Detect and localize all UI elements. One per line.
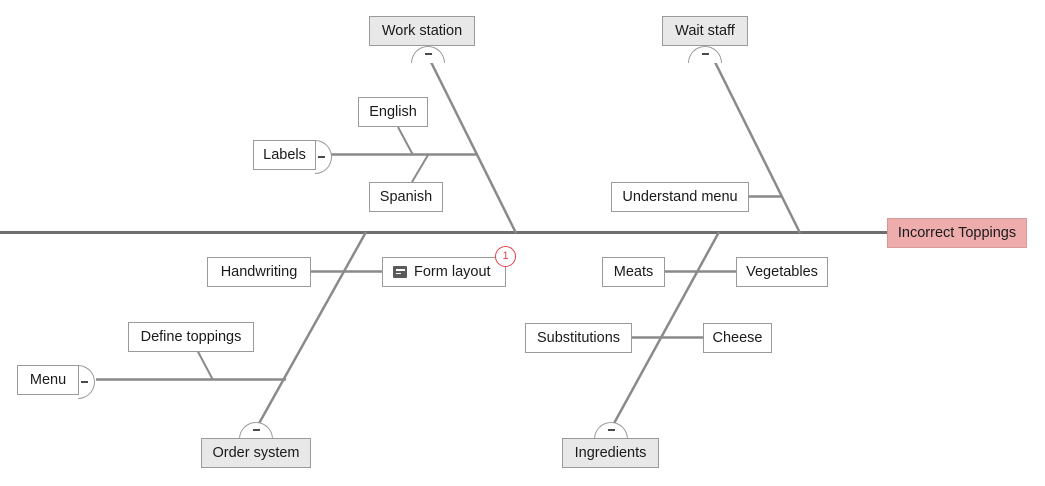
bone-wait-staff	[710, 55, 802, 234]
collapse-handle-bump	[688, 46, 722, 63]
cause-label-cheese: Cheese	[712, 329, 763, 346]
cause-label-labels: Labels	[263, 146, 306, 163]
category-label-wait-staff: Wait staff	[675, 22, 735, 39]
minus-icon	[701, 53, 709, 55]
category-node-ingredients[interactable]: Ingredients	[562, 438, 659, 468]
cause-node-meats[interactable]: Meats	[602, 257, 665, 287]
minus-icon	[81, 381, 88, 383]
cause-line-spanish	[411, 154, 429, 183]
collapse-handle-bump	[411, 46, 445, 63]
effect-node-incorrect-toppings[interactable]: Incorrect Toppings	[887, 218, 1027, 248]
cause-node-labels[interactable]: Labels	[253, 140, 316, 170]
category-node-order-system[interactable]: Order system	[201, 438, 311, 468]
bone-order-system	[255, 231, 368, 428]
cause-node-form-layout[interactable]: Form layout	[382, 257, 506, 287]
cause-node-understand-menu[interactable]: Understand menu	[611, 182, 749, 212]
category-label-order-system: Order system	[212, 444, 300, 461]
collapse-handle-order-system[interactable]	[239, 422, 273, 439]
cause-label-spanish: Spanish	[379, 188, 433, 205]
cause-node-spanish[interactable]: Spanish	[369, 182, 443, 212]
collapse-handle-labels[interactable]	[315, 140, 332, 174]
category-node-work-station[interactable]: Work station	[369, 16, 475, 46]
note-icon	[393, 266, 407, 278]
cause-label-meats: Meats	[613, 263, 654, 280]
collapse-handle-work-station[interactable]	[411, 46, 445, 63]
collapse-handle-bump	[594, 422, 628, 439]
cause-node-define-toppings[interactable]: Define toppings	[128, 322, 254, 352]
cause-node-substitutions[interactable]: Substitutions	[525, 323, 632, 353]
minus-icon	[424, 53, 432, 55]
bone-ingredients	[610, 231, 721, 428]
cause-line-define-toppings	[195, 347, 214, 381]
cause-label-vegetables: Vegetables	[746, 263, 818, 280]
minus-icon	[318, 156, 325, 158]
cause-line-english	[397, 126, 414, 156]
cause-node-menu[interactable]: Menu	[17, 365, 79, 395]
cause-node-cheese[interactable]: Cheese	[703, 323, 772, 353]
cause-node-handwriting[interactable]: Handwriting	[207, 257, 311, 287]
minus-icon	[252, 429, 260, 431]
comment-count-value: 1	[502, 250, 509, 262]
cause-label-define-toppings: Define toppings	[140, 328, 242, 345]
effect-label: Incorrect Toppings	[897, 224, 1017, 241]
cause-label-understand-menu: Understand menu	[622, 188, 738, 205]
minus-icon	[607, 429, 615, 431]
collapse-handle-wait-staff[interactable]	[688, 46, 722, 63]
bone-work-station	[426, 55, 518, 234]
cause-label-handwriting: Handwriting	[220, 263, 298, 280]
cause-label-menu: Menu	[29, 371, 67, 388]
cause-label-substitutions: Substitutions	[536, 329, 621, 346]
category-node-wait-staff[interactable]: Wait staff	[662, 16, 748, 46]
collapse-handle-menu[interactable]	[78, 365, 95, 399]
comment-count-badge[interactable]: 1	[495, 246, 516, 267]
cause-label-form-layout: Form layout	[414, 263, 491, 280]
cause-node-english[interactable]: English	[358, 97, 428, 127]
cause-node-vegetables[interactable]: Vegetables	[736, 257, 828, 287]
category-label-work-station: Work station	[381, 22, 463, 39]
collapse-handle-bump	[239, 422, 273, 439]
cause-label-english: English	[369, 103, 417, 120]
collapse-handle-ingredients[interactable]	[594, 422, 628, 439]
category-label-ingredients: Ingredients	[574, 444, 647, 461]
